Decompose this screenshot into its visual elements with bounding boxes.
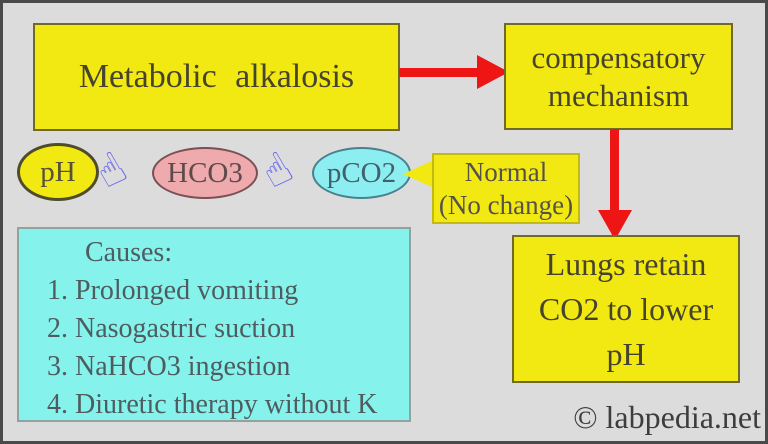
compensatory-mechanism-box: compensatory mechanism bbox=[504, 23, 733, 130]
right-arrow-icon bbox=[477, 55, 509, 89]
ph-label: pH bbox=[40, 155, 76, 188]
causes-item-3: 3. NaHCO3 ingestion bbox=[47, 351, 291, 382]
callout-line2: (No change) bbox=[438, 189, 574, 220]
pointing-hand-icon: ☝ bbox=[86, 141, 136, 200]
right-arrow-shaft bbox=[399, 68, 481, 77]
hco3-label: HCO3 bbox=[167, 156, 243, 189]
normal-no-change-callout: Normal (No change) bbox=[432, 153, 580, 224]
causes-heading: Causes: bbox=[85, 237, 173, 268]
hco3-oval: HCO3 bbox=[152, 147, 258, 199]
causes-item-2: 2. Nasogastric suction bbox=[47, 313, 296, 344]
lungs-retain-co2-box: Lungs retain CO2 to lower pH bbox=[512, 235, 740, 383]
callout-line1: Normal bbox=[464, 156, 548, 187]
down-arrow-shaft bbox=[610, 129, 619, 213]
labpedia-credit: © labpedia.net bbox=[573, 399, 761, 435]
pco2-label: pCO2 bbox=[326, 156, 397, 189]
lungs-retain-co2-label: Lungs retain CO2 to lower pH bbox=[538, 245, 714, 372]
causes-item-4: 4. Diuretic therapy without K bbox=[47, 389, 378, 420]
metabolic-alkalosis-label: Metabolic alkalosis bbox=[78, 58, 355, 95]
causes-item-1: 1. Prolonged vomiting bbox=[47, 275, 299, 306]
ph-oval: pH bbox=[17, 143, 99, 201]
metabolic-alkalosis-box: Metabolic alkalosis bbox=[33, 23, 400, 131]
causes-box: Causes: 1. Prolonged vomiting 2. Nasogas… bbox=[17, 227, 411, 422]
callout-pointer bbox=[403, 160, 434, 188]
compensatory-mechanism-label: compensatory mechanism bbox=[531, 39, 706, 113]
pointing-hand-icon: ☝ bbox=[252, 141, 302, 200]
pco2-oval: pCO2 bbox=[312, 147, 411, 199]
